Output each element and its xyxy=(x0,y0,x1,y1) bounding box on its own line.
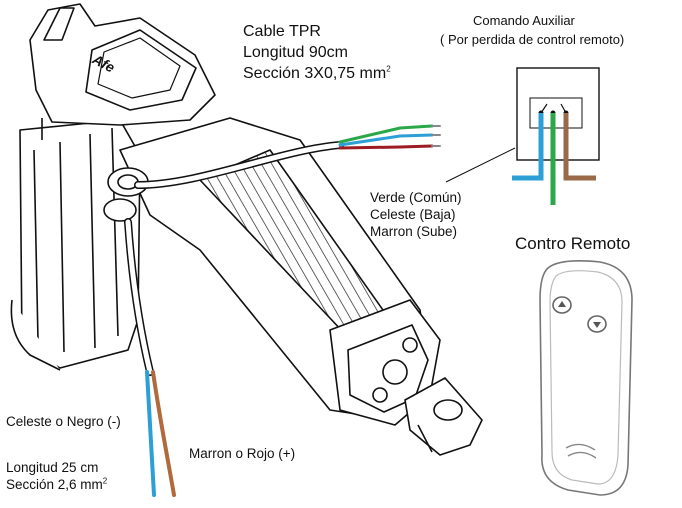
rod-end xyxy=(404,377,483,456)
aux-switch-box xyxy=(516,67,600,161)
short-cable-celeste-label: Celeste o Negro (-) xyxy=(6,414,121,429)
wire-label-green: Verde (Común) xyxy=(370,190,462,205)
tpr-cable-section-text: Sección 3X0,75 mm xyxy=(243,65,387,82)
aux-command-subtitle: ( Por perdida de control remoto) xyxy=(440,32,625,47)
aux-leader-line xyxy=(445,147,516,183)
tpr-cable xyxy=(134,124,441,189)
wire-legend: Verde (Común) Celeste (Baja) Marron (Sub… xyxy=(370,189,462,240)
short-cable-section-text: Sección 2,6 mm xyxy=(6,477,103,492)
aux-command-title: Comando Auxiliar xyxy=(473,13,575,28)
remote-title: Contro Remoto xyxy=(515,234,631,253)
tpr-cable-length: Longitud 90cm xyxy=(243,44,348,61)
tpr-cable-section-exp: 2 xyxy=(386,64,391,74)
tpr-cable-section: Sección 3X0,75 mm2 xyxy=(243,63,391,84)
gearbox-head xyxy=(29,3,216,126)
tpr-cable-label: Cable TPR Longitud 90cm Sección 3X0,75 m… xyxy=(243,21,391,84)
tpr-cable-title: Cable TPR xyxy=(243,23,321,40)
short-cable-length: Longitud 25 cm xyxy=(6,460,99,475)
aux-wires xyxy=(512,113,596,205)
wire-label-brown: Marron (Sube) xyxy=(370,224,458,239)
short-cable-marron-label: Marron o Rojo (+) xyxy=(189,446,296,461)
short-cable-specs: Longitud 25 cm Sección 2,6 mm2 xyxy=(6,459,107,493)
short-cable-section: Sección 2,6 mm2 xyxy=(6,476,107,493)
actuator-tube xyxy=(119,117,441,426)
motor-housing xyxy=(10,118,141,371)
wire-label-blue: Celeste (Baja) xyxy=(370,207,456,222)
remote-control xyxy=(539,260,633,496)
short-cable-section-exp: 2 xyxy=(102,476,108,486)
short-cable xyxy=(124,218,176,497)
